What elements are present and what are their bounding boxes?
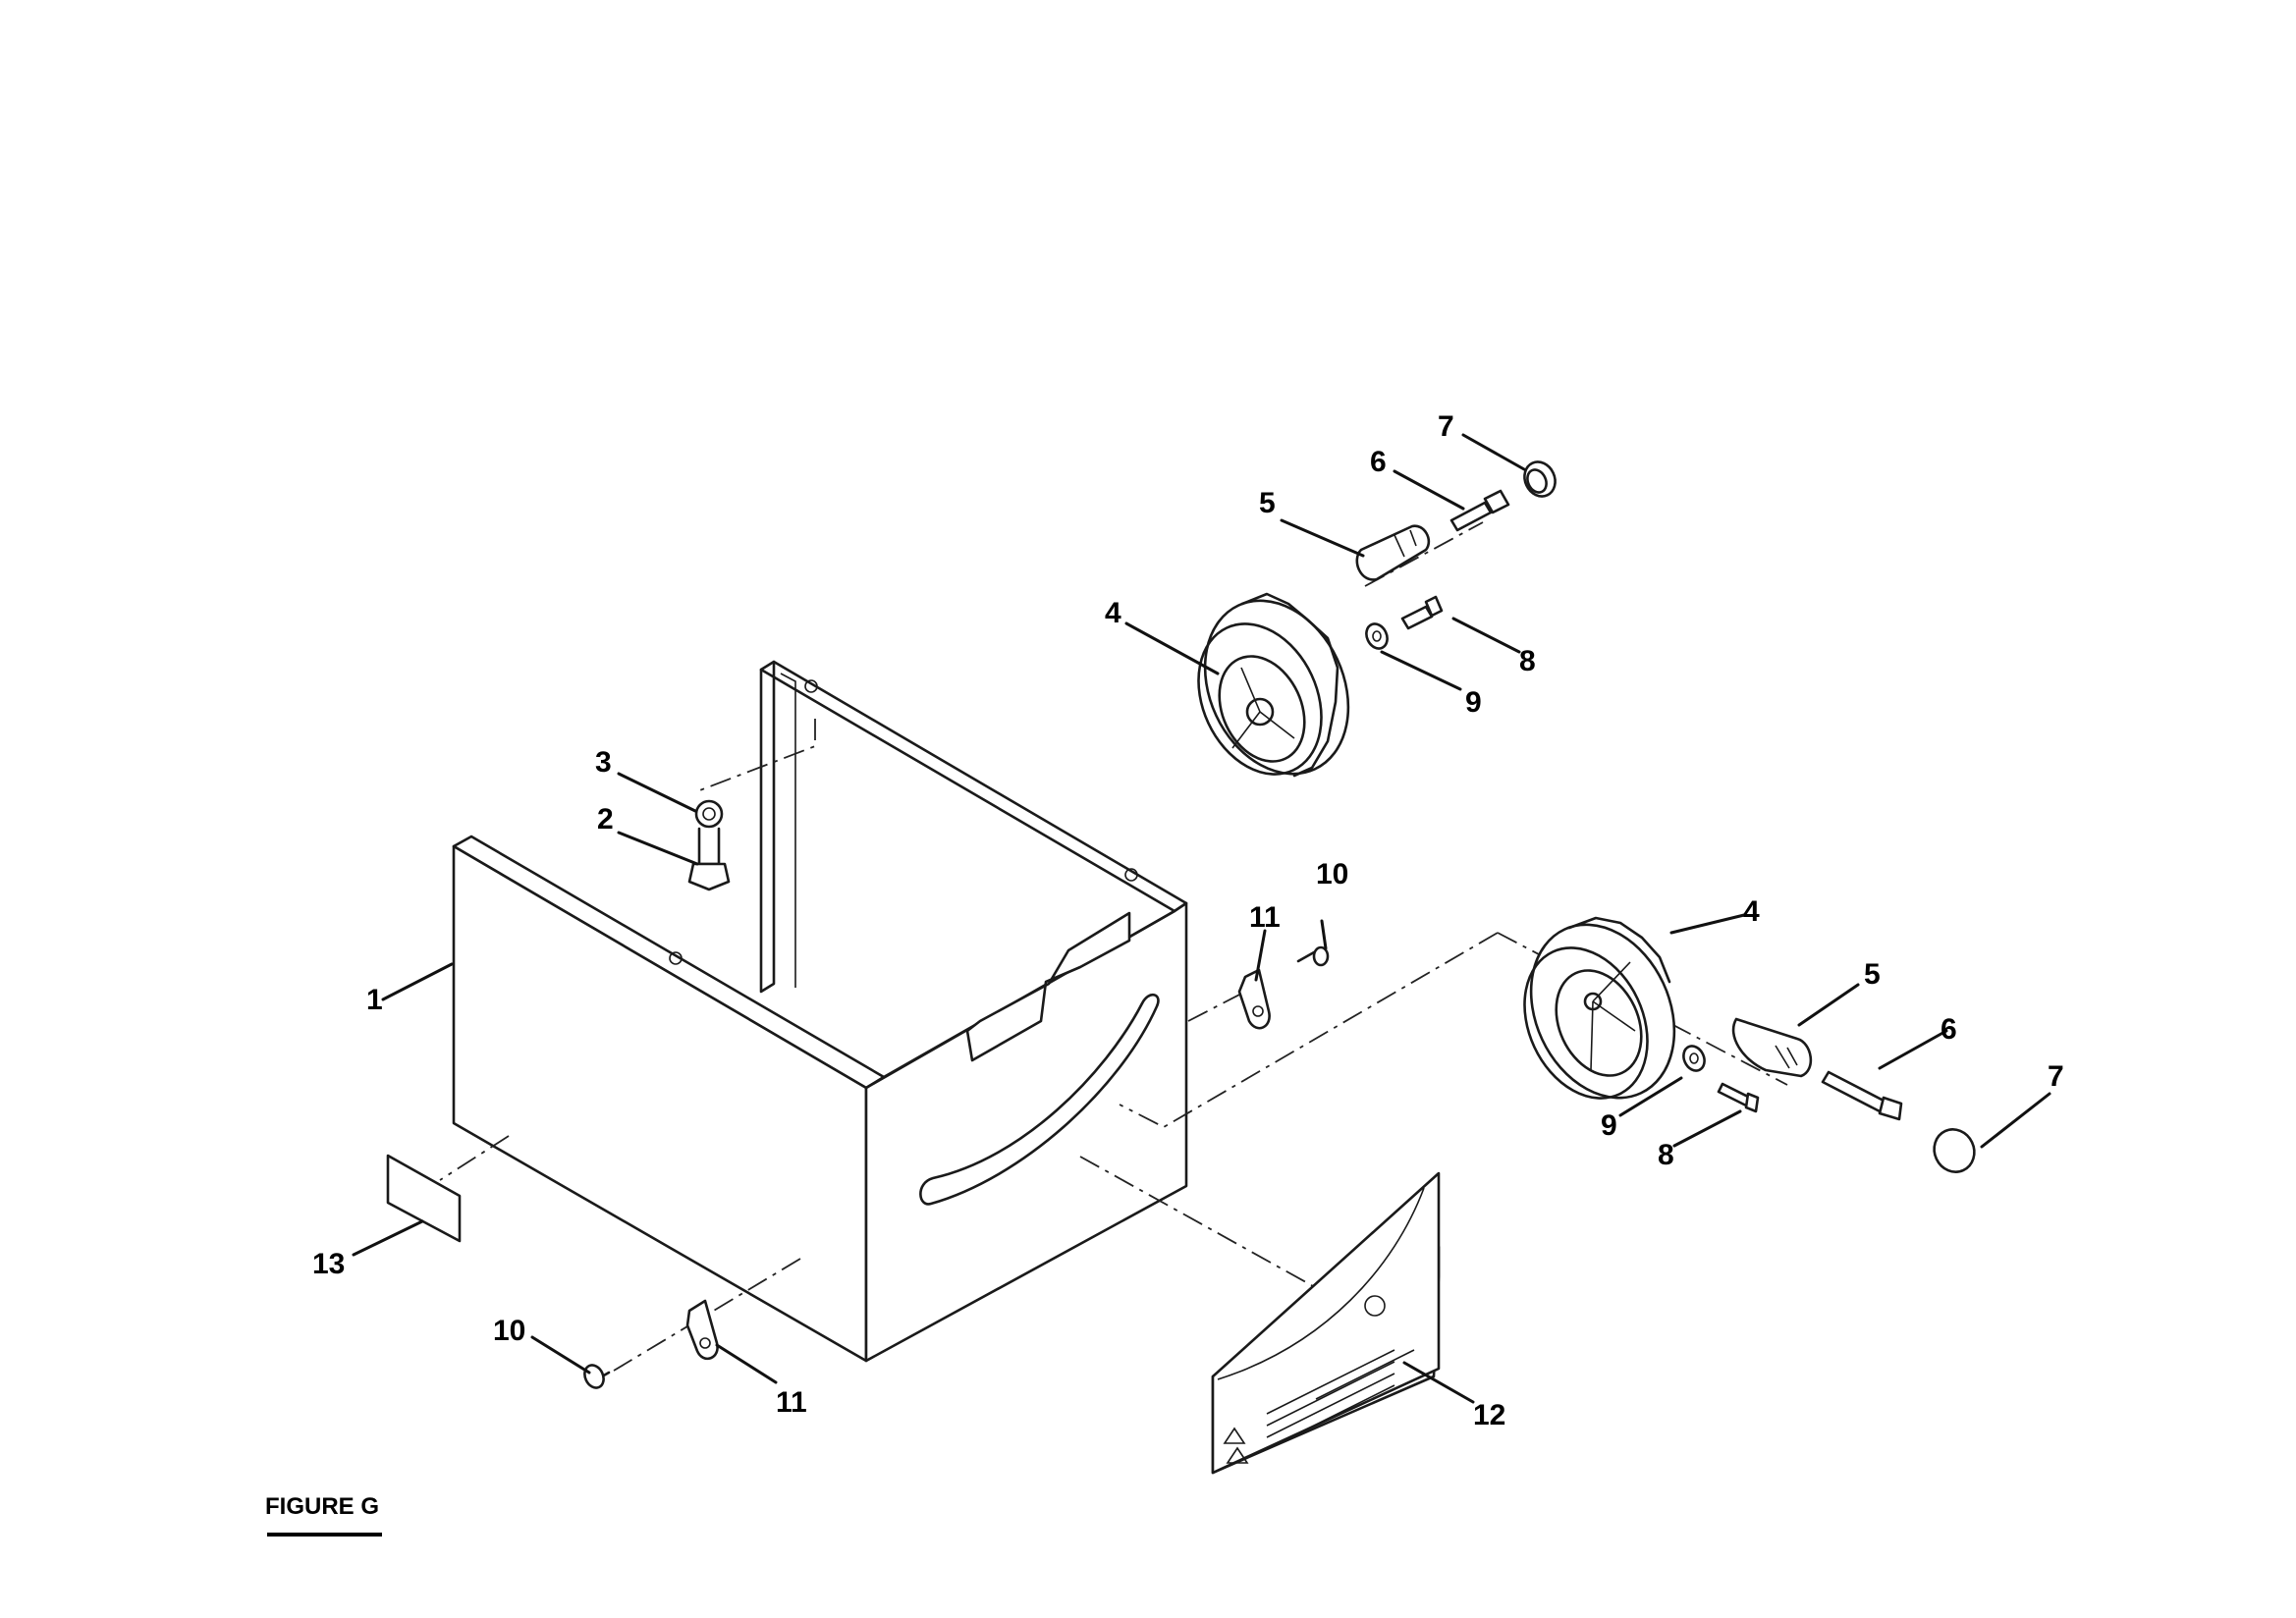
handle-grip-lower <box>1731 1017 1813 1078</box>
shoulder-bolt-upper <box>1449 489 1510 532</box>
screw-and-washer-lower <box>1682 1045 1760 1113</box>
screw-and-washer-upper <box>1365 595 1444 650</box>
callout-13: 13 <box>312 1248 345 1280</box>
callout-6-upper: 6 <box>1370 446 1387 478</box>
callout-7-lower: 7 <box>2048 1060 2064 1093</box>
callout-10-lower: 10 <box>493 1315 525 1347</box>
callout-9-upper: 9 <box>1465 686 1482 719</box>
figure-label: FIGURE G <box>265 1493 379 1520</box>
bolt-and-star-washer <box>687 799 731 891</box>
callout-numbers: 1 2 3 4 5 6 7 8 9 10 11 4 5 6 7 9 8 13 1… <box>312 410 2064 1431</box>
callout-6-lower: 6 <box>1941 1013 1957 1046</box>
handwheel-upper <box>1197 592 1350 778</box>
callout-11-lower: 11 <box>776 1386 807 1419</box>
label-plate-13 <box>386 1154 462 1243</box>
callout-4-upper: 4 <box>1105 597 1121 629</box>
callout-1: 1 <box>366 984 383 1016</box>
cap-upper <box>1523 460 1557 498</box>
cap-lower <box>1933 1128 1976 1173</box>
cabinet-stand <box>452 660 1188 1363</box>
callout-11-upper: 11 <box>1249 901 1281 934</box>
leader-lines <box>352 433 2051 1404</box>
callout-12: 12 <box>1473 1399 1505 1431</box>
callout-3: 3 <box>595 746 612 779</box>
handwheel-lower <box>1523 916 1676 1100</box>
callout-5-lower: 5 <box>1864 958 1881 991</box>
warning-label-12 <box>1211 1171 1441 1475</box>
cable-clip-lower <box>685 1299 719 1361</box>
callout-10-upper: 10 <box>1316 858 1348 890</box>
callout-8-lower: 8 <box>1658 1139 1674 1171</box>
callout-8-upper: 8 <box>1519 645 1536 677</box>
callout-9-lower: 9 <box>1601 1109 1617 1142</box>
screw-upper <box>1296 945 1330 967</box>
handle-grip-upper <box>1355 524 1431 581</box>
cable-clip-upper <box>1237 968 1271 1030</box>
callout-4-lower: 4 <box>1743 895 1760 928</box>
shoulder-bolt-lower <box>1821 1070 1903 1121</box>
callout-5-upper: 5 <box>1259 487 1276 519</box>
callout-7-upper: 7 <box>1438 410 1454 443</box>
callout-2: 2 <box>597 803 614 836</box>
screw-lower <box>583 1364 611 1389</box>
